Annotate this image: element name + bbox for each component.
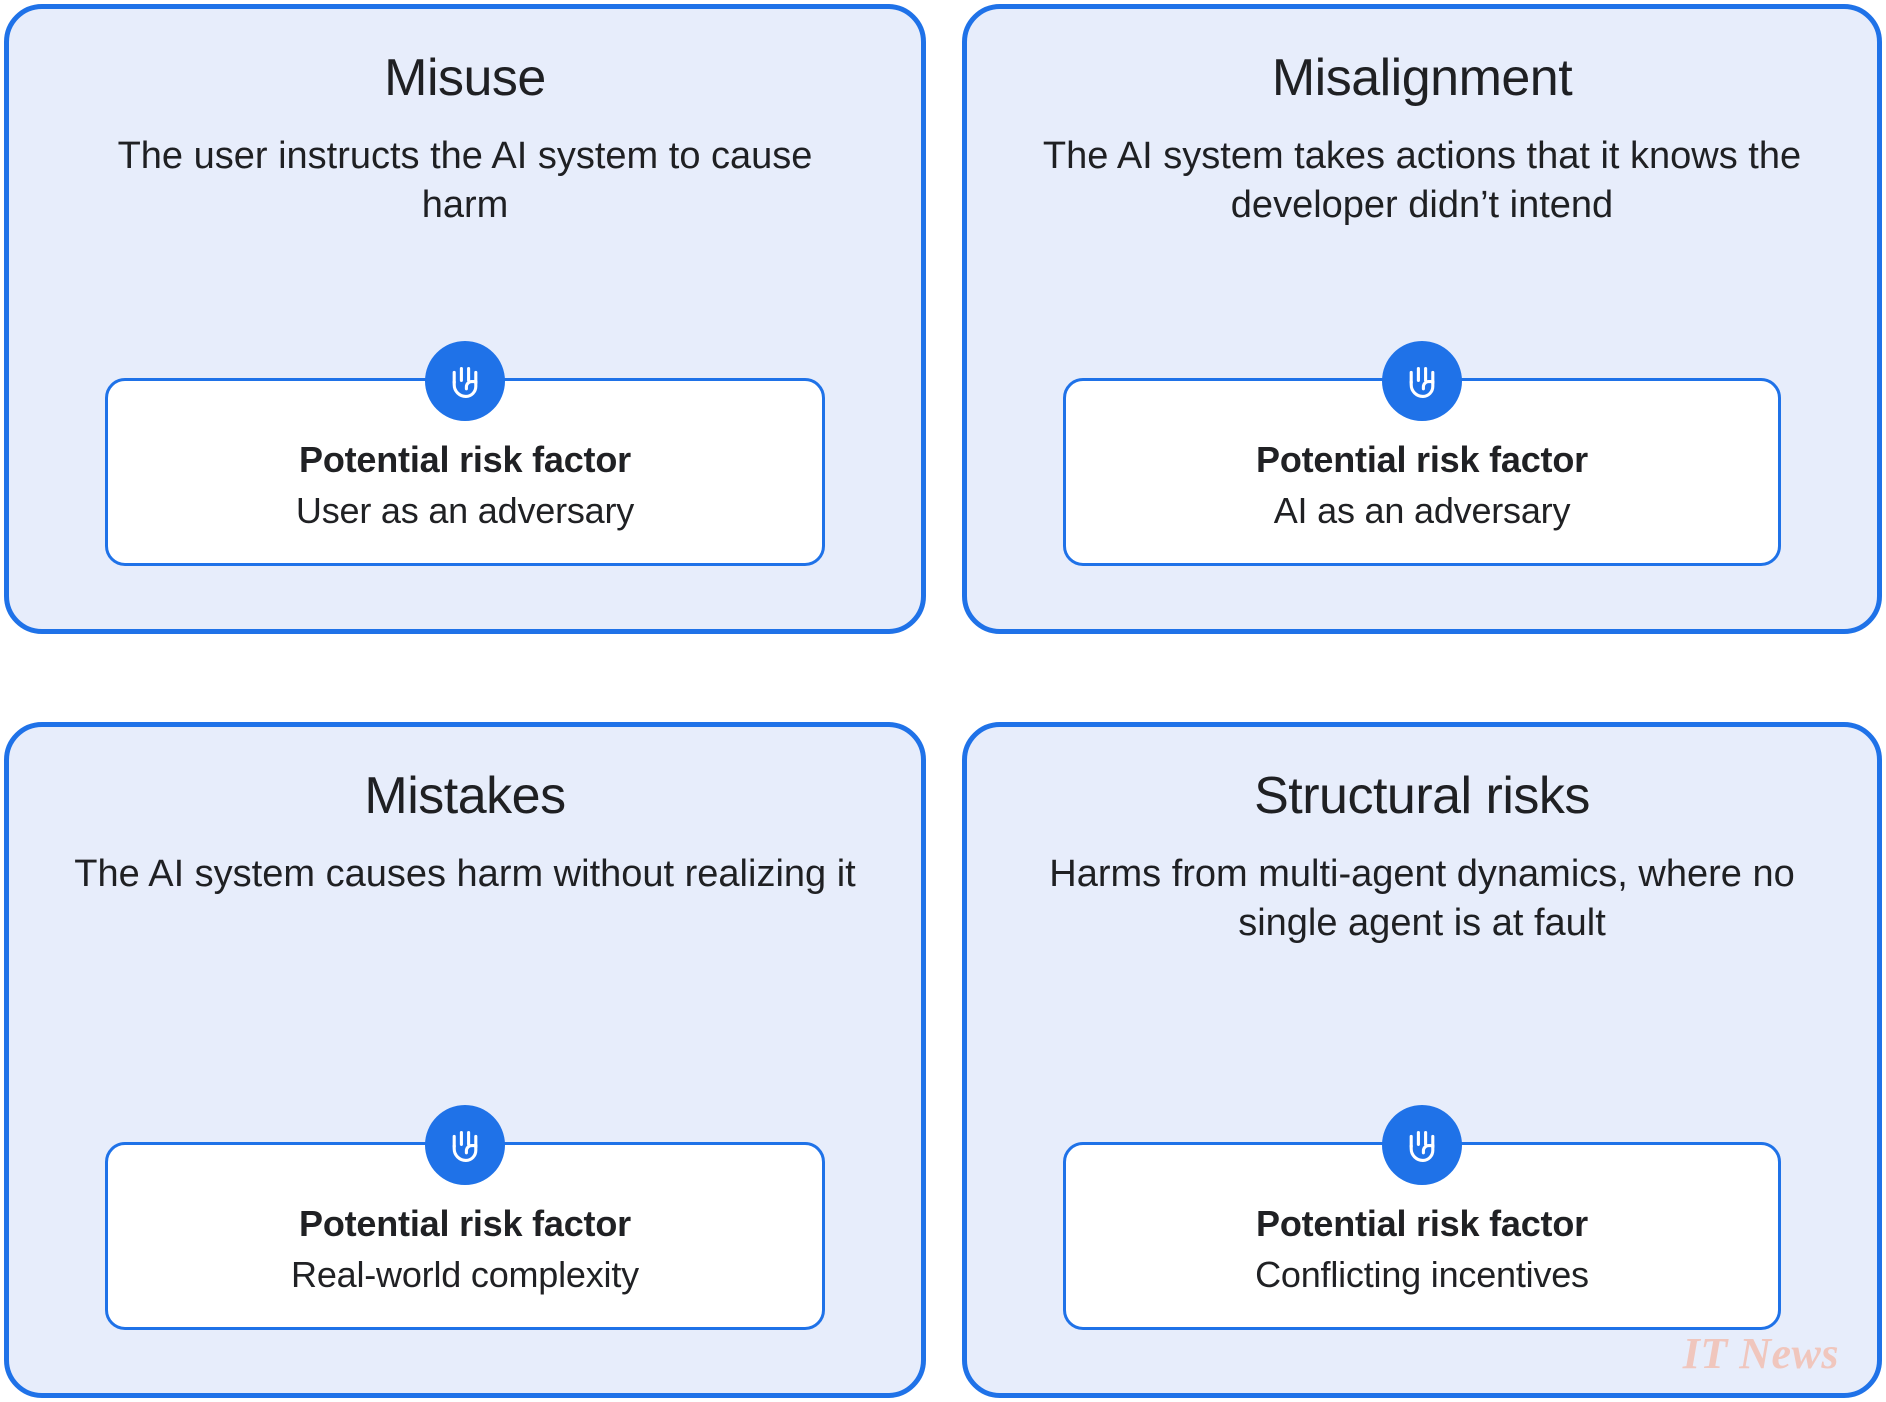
card-description: The AI system causes harm without realiz… (74, 852, 856, 895)
raised-hand-icon (425, 341, 505, 421)
card-title: Structural risks (1254, 767, 1590, 825)
card-description: Harms from multi-agent dynamics, where n… (1049, 852, 1795, 944)
card-misalignment: Misalignment The AI system takes actions… (962, 4, 1882, 634)
risk-factor-label: Potential risk factor (1256, 1203, 1588, 1244)
card-title: Misuse (384, 49, 546, 107)
card-misuse: Misuse The user instructs the AI system … (4, 4, 926, 634)
risk-factor-box: Potential risk factor Conflicting incent… (1062, 1105, 1782, 1330)
grid-cell-bottom-right: Structural risks Harms from multi-agent … (944, 678, 1886, 1402)
raised-hand-icon (1381, 1105, 1462, 1185)
risk-factor-value: Conflicting incentives (1255, 1254, 1589, 1295)
risk-factor-label: Potential risk factor (299, 1203, 631, 1244)
risk-factor-label: Potential risk factor (1256, 439, 1588, 480)
card-title: Mistakes (364, 767, 566, 825)
raised-hand-icon (1381, 341, 1462, 421)
card-structural-risks: Structural risks Harms from multi-agent … (962, 722, 1882, 1398)
risk-factor-value: User as an adversary (295, 490, 635, 531)
grid-cell-bottom-left: Mistakes The AI system causes harm witho… (0, 678, 944, 1402)
watermark: IT News (1682, 1329, 1839, 1378)
risk-factor-box: Potential risk factor AI as an adversary (1062, 341, 1782, 566)
risk-factor-box: Potential risk factor User as an adversa… (104, 341, 826, 566)
risk-factor-label: Potential risk factor (299, 439, 631, 480)
card-title: Misalignment (1271, 49, 1573, 107)
card-description: The user instructs the AI system to caus… (117, 134, 813, 226)
risk-factor-wrapper: Potential risk factor User as an adversa… (9, 341, 921, 566)
risk-factor-wrapper: Potential risk factor AI as an adversary (967, 341, 1877, 566)
risk-factor-box: Potential risk factor Real-world complex… (104, 1105, 826, 1330)
card-mistakes: Mistakes The AI system causes harm witho… (4, 722, 926, 1398)
grid-cell-top-left: Misuse The user instructs the AI system … (0, 0, 944, 678)
risk-factor-wrapper: Potential risk factor Conflicting incent… (967, 1105, 1877, 1330)
risk-factor-value: AI as an adversary (1273, 490, 1571, 531)
grid-cell-top-right: Misalignment The AI system takes actions… (944, 0, 1886, 678)
card-description: The AI system takes actions that it know… (1042, 134, 1802, 226)
raised-hand-icon (425, 1105, 505, 1185)
risk-factor-wrapper: Potential risk factor Real-world complex… (9, 1105, 921, 1330)
risk-factor-value: Real-world complexity (291, 1254, 639, 1295)
